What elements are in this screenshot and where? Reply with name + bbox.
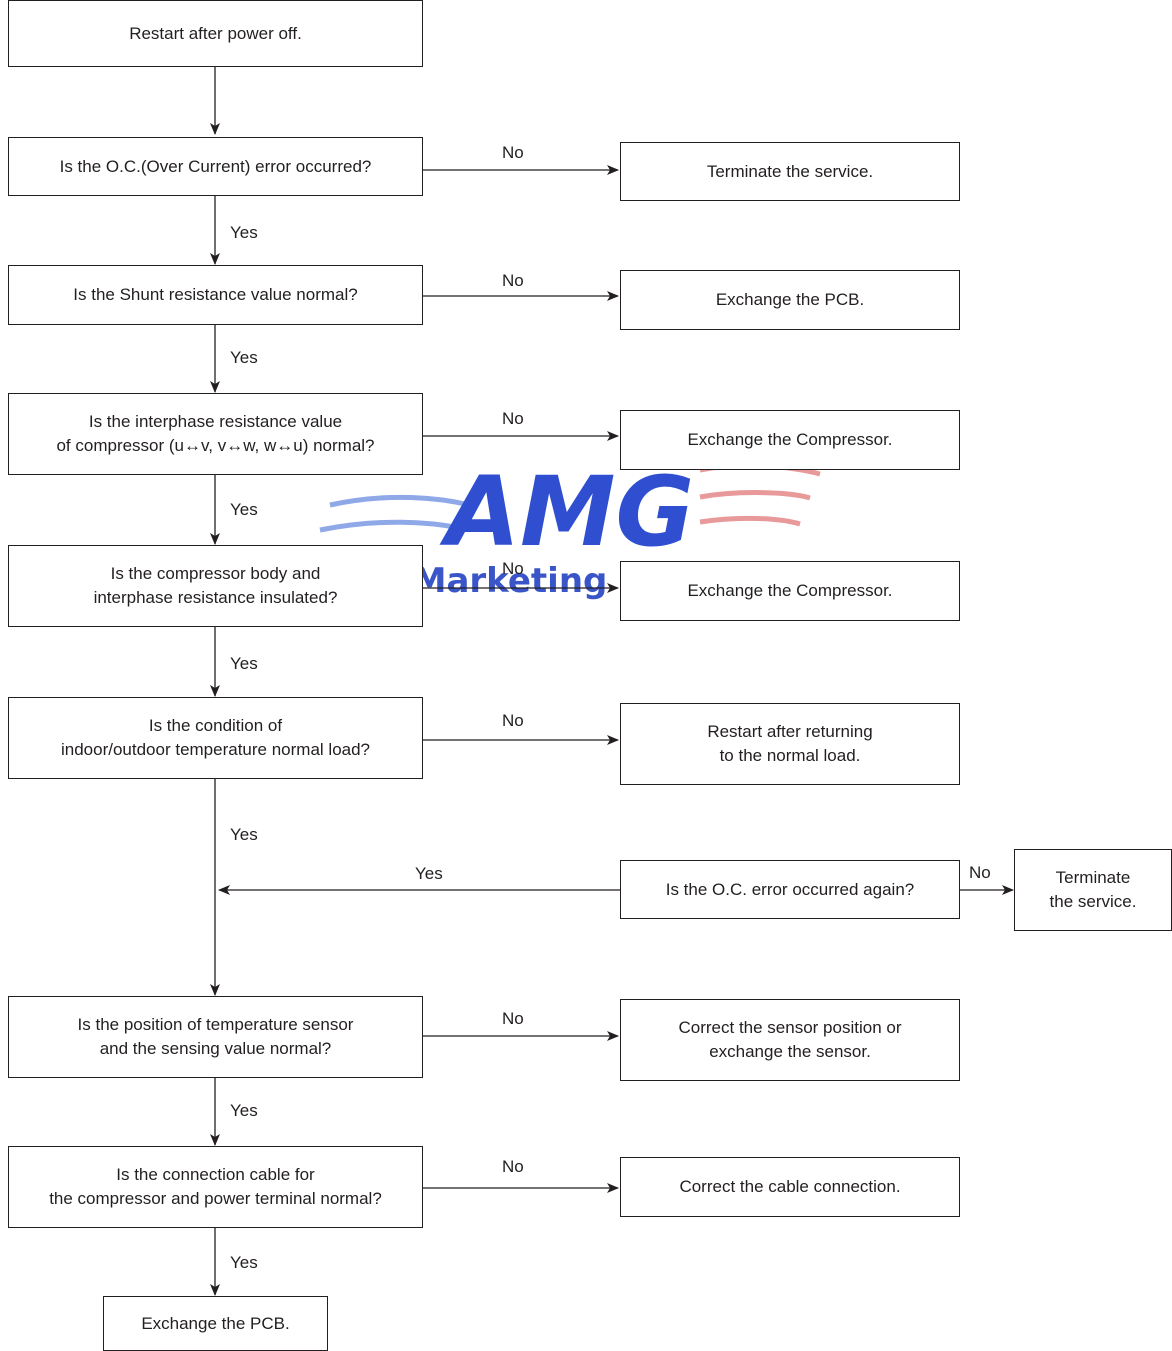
question-connection-cable: Is the connection cable for the compress… — [8, 1146, 423, 1228]
step-start: Restart after power off. — [8, 0, 423, 67]
label-no: No — [502, 143, 524, 162]
watermark-subtext: Marketing — [413, 561, 608, 601]
label-yes: Yes — [230, 348, 258, 367]
label-yes: Yes — [230, 1101, 258, 1120]
question-temperature-load: Is the condition of indoor/outdoor tempe… — [8, 697, 423, 779]
watermark-stripe — [319, 519, 461, 533]
question-shunt-resistance: Is the Shunt resistance value normal? — [8, 265, 423, 325]
action-correct-cable: Correct the cable connection. — [620, 1157, 960, 1217]
label-no: No — [502, 711, 524, 730]
watermark-stripe — [699, 490, 811, 501]
question-oc-error-again: Is the O.C. error occurred again? — [620, 860, 960, 919]
label-yes: Yes — [230, 500, 258, 519]
question-interphase-resistance: Is the interphase resistance value of co… — [8, 393, 423, 475]
action-restart-normal-load: Restart after returning to the normal lo… — [620, 703, 960, 785]
action-correct-sensor: Correct the sensor position or exchange … — [620, 999, 960, 1081]
label-yes: Yes — [230, 1253, 258, 1272]
question-oc-error: Is the O.C.(Over Current) error occurred… — [8, 137, 423, 196]
label-yes: Yes — [230, 825, 258, 844]
step-end-exchange-pcb: Exchange the PCB. — [103, 1296, 328, 1351]
label-no: No — [502, 559, 524, 578]
label-no: No — [502, 409, 524, 428]
label-yes: Yes — [415, 864, 443, 883]
action-terminate-service-2: Terminate the service. — [1014, 849, 1172, 931]
question-compressor-insulated: Is the compressor body and interphase re… — [8, 545, 423, 627]
action-terminate-service: Terminate the service. — [620, 142, 960, 201]
action-exchange-pcb: Exchange the PCB. — [620, 270, 960, 330]
label-no: No — [502, 271, 524, 290]
action-exchange-compressor-2: Exchange the Compressor. — [620, 561, 960, 621]
label-yes: Yes — [230, 223, 258, 242]
label-no: No — [502, 1157, 524, 1176]
label-no: No — [502, 1009, 524, 1028]
question-sensor-position: Is the position of temperature sensor an… — [8, 996, 423, 1078]
watermark-logo: AMG — [439, 456, 695, 568]
action-exchange-compressor-1: Exchange the Compressor. — [620, 410, 960, 470]
label-yes: Yes — [230, 654, 258, 673]
watermark-stripe — [699, 515, 801, 527]
label-no: No — [969, 863, 991, 882]
watermark-stripe — [329, 494, 471, 508]
